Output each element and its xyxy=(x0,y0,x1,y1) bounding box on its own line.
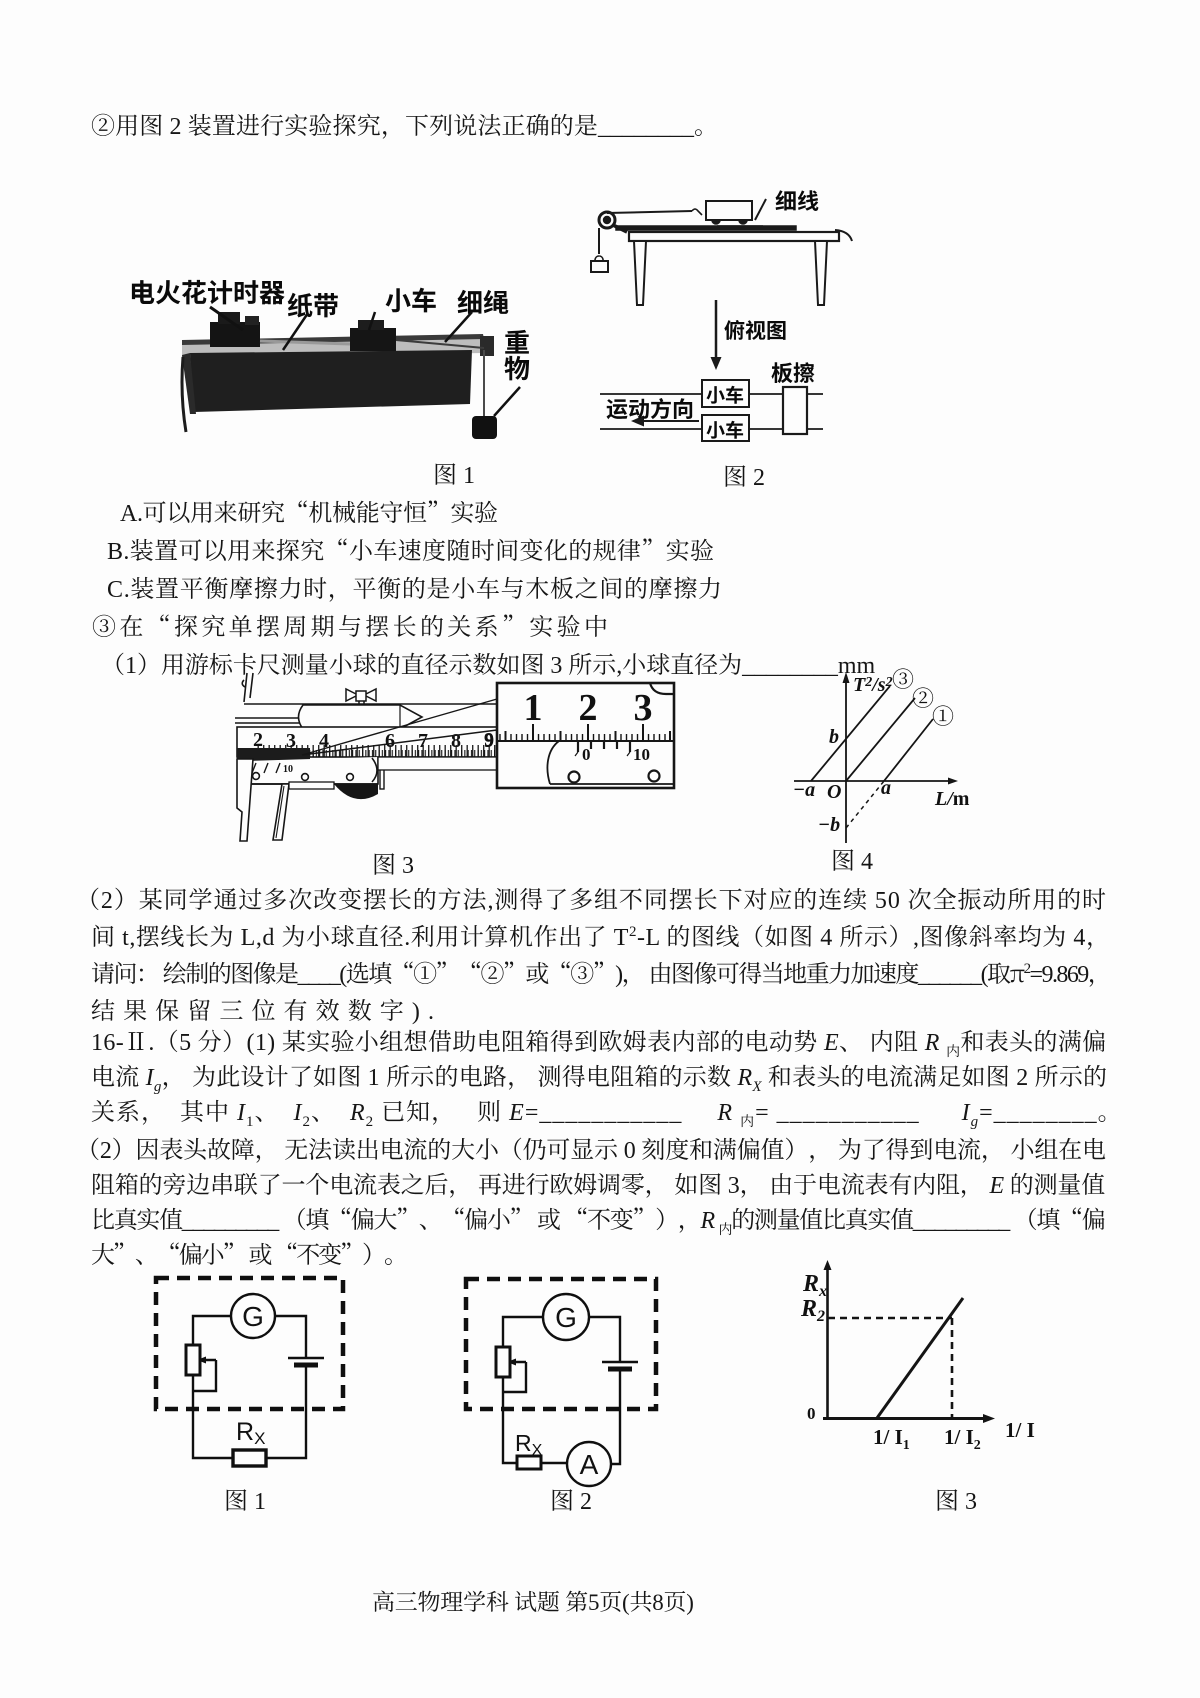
svg-text:1: 1 xyxy=(524,687,543,729)
svg-text:②: ② xyxy=(912,682,934,713)
svg-text:0: 0 xyxy=(807,1404,816,1423)
svg-text:a: a xyxy=(881,777,891,799)
svg-text:10: 10 xyxy=(283,764,293,775)
svg-text:1/ I1: 1/ I1 xyxy=(873,1425,910,1453)
svg-text:0: 0 xyxy=(582,745,591,764)
svg-text:G: G xyxy=(555,1302,577,1333)
svg-text:3: 3 xyxy=(286,730,296,752)
svg-text:L/m: L/m xyxy=(934,788,970,810)
svg-text:7: 7 xyxy=(418,730,428,752)
svg-text:T2/s2: T2/s2 xyxy=(853,674,893,696)
svg-text:①: ① xyxy=(932,700,954,731)
svg-text:b: b xyxy=(829,726,839,748)
svg-text:3: 3 xyxy=(634,687,653,729)
svg-text:1/ I2: 1/ I2 xyxy=(944,1425,981,1453)
svg-text:2: 2 xyxy=(253,729,263,751)
svg-text:A: A xyxy=(580,1449,599,1480)
svg-text:③: ③ xyxy=(892,663,914,694)
svg-text:−b: −b xyxy=(818,814,840,836)
svg-text:9: 9 xyxy=(484,730,494,752)
svg-text:R2: R2 xyxy=(800,1296,825,1325)
svg-text:O: O xyxy=(827,781,841,803)
svg-text:−a: −a xyxy=(793,779,815,801)
svg-text:2: 2 xyxy=(579,687,598,729)
svg-text:4: 4 xyxy=(319,730,329,752)
svg-text:G: G xyxy=(242,1301,264,1332)
svg-text:RX: RX xyxy=(236,1418,265,1448)
svg-text:RX: RX xyxy=(515,1430,543,1459)
svg-text:1/ I: 1/ I xyxy=(1005,1418,1035,1442)
svg-text:6: 6 xyxy=(385,730,395,752)
svg-text:9: 9 xyxy=(484,729,494,751)
svg-text:10: 10 xyxy=(633,745,650,764)
svg-text:8: 8 xyxy=(451,730,461,752)
